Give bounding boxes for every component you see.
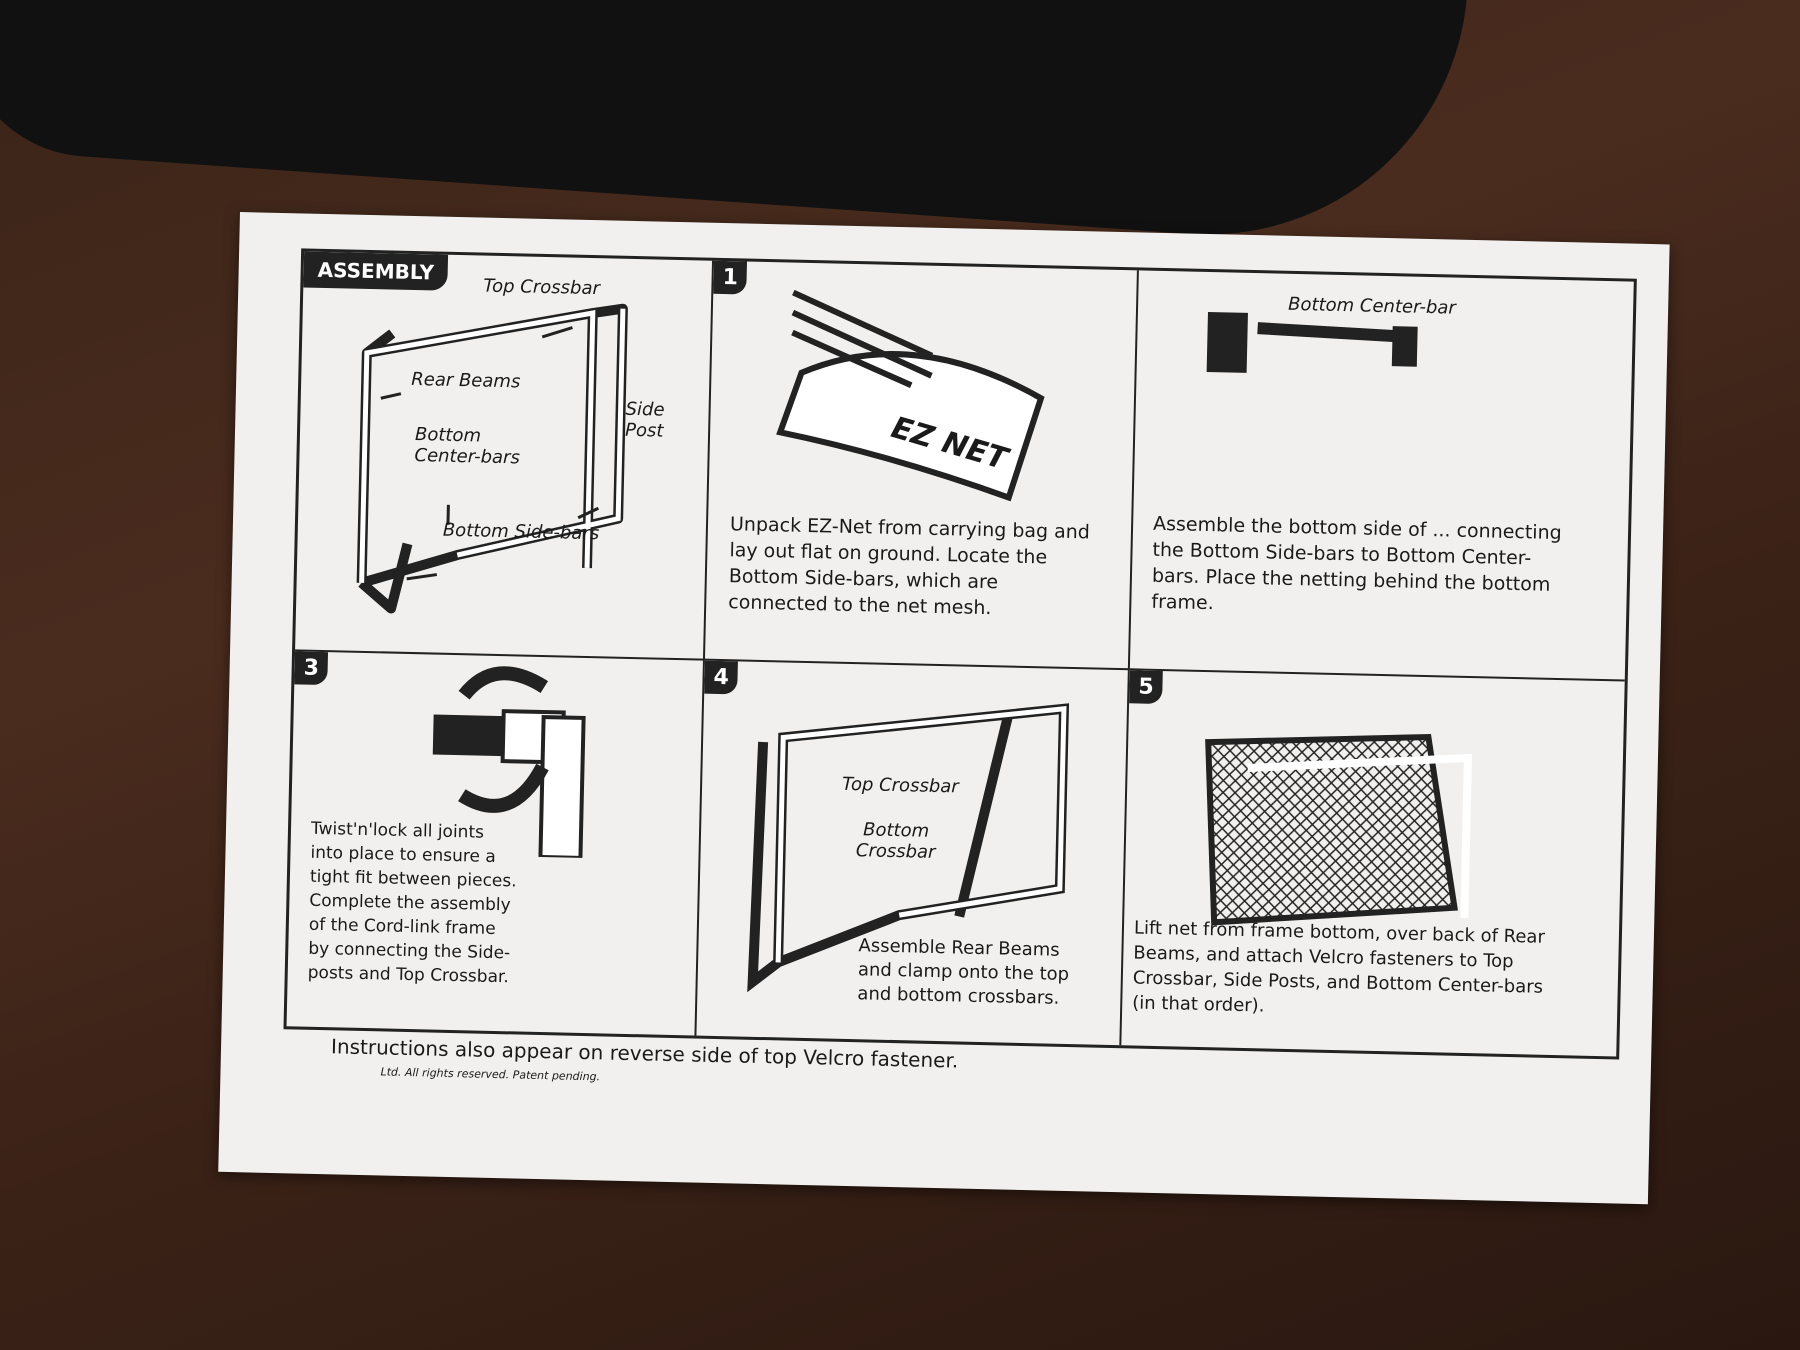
step-3-text: Twist'n'lock all joints into place to en… <box>307 818 517 988</box>
label-top-crossbar: Top Crossbar <box>841 773 959 798</box>
instruction-sheet: ASSEMBLY Top Crossbar Rear Beams Side Po… <box>218 212 1670 1205</box>
bag-strap <box>0 0 1468 253</box>
label-rear-beams: Rear Beams <box>411 368 521 393</box>
label-side-post: Side Post <box>624 398 665 442</box>
center-bar-illustration <box>1206 311 1418 373</box>
panel-step-2: Bottom Center-bar Assemble the bottom si… <box>1129 270 1634 682</box>
twist-lock-illustration <box>432 666 586 860</box>
label-top-crossbar: Top Crossbar <box>483 275 601 300</box>
copyright: Ltd. All rights reserved. Patent pending… <box>380 1065 601 1084</box>
panel-step-3: 3 Twist'n'lock all joints into place to … <box>286 651 705 1036</box>
label-bottom-center-bar: Bottom Center-bar <box>1287 293 1457 319</box>
panel-grid: ASSEMBLY Top Crossbar Rear Beams Side Po… <box>283 248 1637 1060</box>
goal-frame-diagram <box>356 303 628 614</box>
step-4-text: Assemble Rear Beams and clamp onto the t… <box>857 935 1070 1009</box>
step-1-text: Unpack EZ-Net from carrying bag and lay … <box>728 513 1091 620</box>
net-attach-illustration <box>1205 734 1473 926</box>
carrying-bag-illustration <box>776 289 1045 502</box>
rear-beams-illustration <box>747 703 1070 993</box>
panel-step-5: 5 Lift net from frame bottom, over back … <box>1121 670 1624 1056</box>
panel-step-4: 4 Top Crossbar Bottom Crossbar Assemble … <box>696 660 1130 1046</box>
label-bottom-crossbar: Bottom Crossbar <box>855 819 936 863</box>
label-bottom-center-bars: Bottom Center-bars <box>414 424 521 469</box>
label-bottom-side-bars: Bottom Side-bars <box>442 519 600 545</box>
panel-overview: ASSEMBLY Top Crossbar Rear Beams Side Po… <box>295 251 715 661</box>
step-2-text: Assemble the bottom side of ... connecti… <box>1151 512 1562 615</box>
step-5-text: Lift net from frame bottom, over back of… <box>1132 917 1546 1017</box>
panel-step-1: 1 EZ NET Unpack EZ-Net from carrying bag… <box>704 260 1139 671</box>
